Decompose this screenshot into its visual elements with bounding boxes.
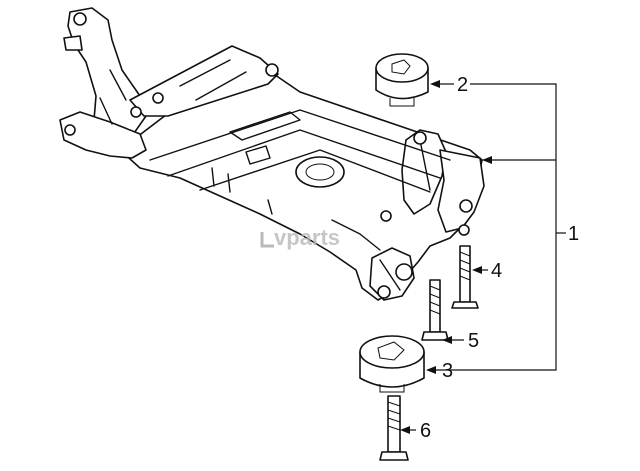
watermark-text: vparts (274, 225, 340, 250)
arrowheads (400, 80, 492, 434)
watermark-logo-icon (260, 232, 274, 248)
bolt-5 (421, 279, 449, 341)
callout-3: 3 (442, 360, 453, 382)
callout-1: 1 (568, 223, 579, 245)
callout-2: 2 (457, 74, 468, 96)
callout-5: 5 (468, 330, 479, 352)
subframe (59, 7, 485, 301)
callout-6: 6 (420, 420, 431, 442)
watermark: vparts (260, 225, 340, 250)
bolt-6 (379, 395, 409, 461)
lower-mount-bushing (359, 335, 425, 393)
bolt-4 (451, 245, 479, 309)
callout-4: 4 (491, 260, 502, 282)
upper-mount-bushing (375, 53, 429, 107)
